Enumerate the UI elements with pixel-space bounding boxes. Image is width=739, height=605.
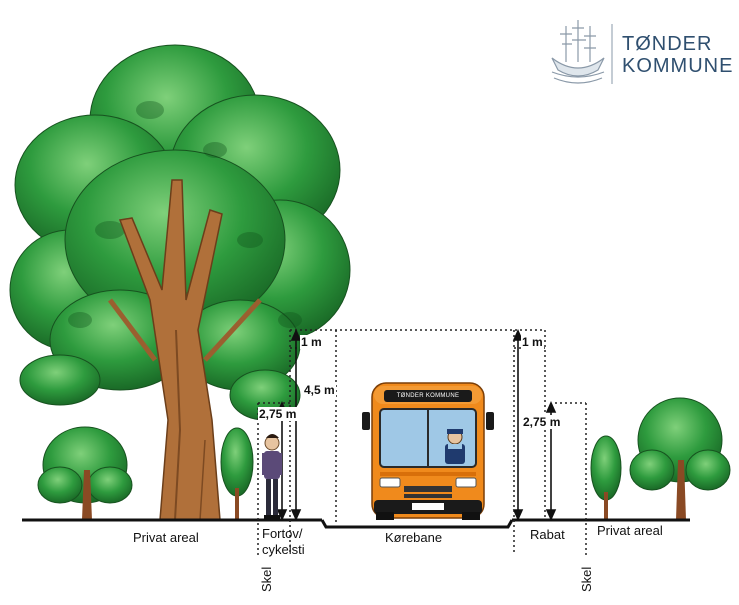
logo-text-line2: KOMMUNE	[622, 55, 734, 77]
dim-left-total: 4,5 m	[303, 383, 336, 397]
small-tree-right-icon	[629, 397, 731, 520]
bus-icon	[362, 382, 494, 520]
label-fortov: Fortov/ cykelsti	[262, 526, 305, 558]
label-korebane: Kørebane	[385, 530, 443, 545]
slim-tree-left-icon	[220, 427, 254, 520]
label-fortov-line1: Fortov/	[262, 526, 303, 541]
ground-line	[22, 518, 690, 529]
logo-text-line1: TØNDER	[622, 33, 713, 55]
label-rabat: Rabat	[530, 527, 565, 542]
label-privat-right: Privat areal	[597, 523, 663, 538]
pedestrian-icon	[262, 434, 282, 519]
label-skel-right: Skel	[579, 566, 594, 592]
dim-left-top: 1 m	[300, 335, 323, 349]
ship-seal-icon	[551, 20, 605, 84]
dim-right-top: 1 m	[521, 335, 544, 349]
large-tree-icon	[9, 44, 351, 521]
label-privat-left: Privat areal	[133, 530, 199, 545]
slim-tree-right-icon	[590, 435, 622, 520]
dim-right-person: 2,75 m	[522, 415, 562, 429]
small-tree-left-icon	[37, 426, 133, 520]
bus-header-text: TØNDER KOMMUNE	[396, 393, 460, 399]
label-fortov-line2: cykelsti	[262, 542, 305, 557]
dim-left-person: 2,75 m	[258, 407, 298, 421]
label-skel-left: Skel	[259, 566, 274, 592]
